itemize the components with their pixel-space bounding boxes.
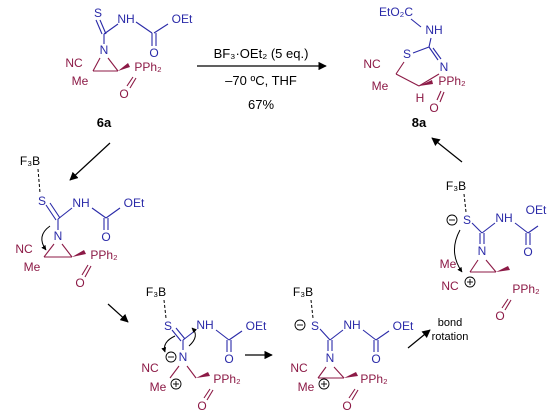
- n-atom: N: [54, 229, 63, 243]
- o-atom: O: [495, 309, 504, 323]
- compound-label-8a: 8a: [412, 115, 427, 130]
- arrow-to-product: [431, 137, 463, 163]
- intermediate-bf3-complex: F₃B S NH O OEt N NC Me PPh₂ O: [15, 154, 145, 290]
- compound-6a: S NH O OEt N NC Me PPh₂ O: [65, 6, 193, 101]
- positive-charge: [318, 378, 330, 390]
- oet-group: OEt: [393, 319, 414, 333]
- me-group: Me: [150, 380, 167, 394]
- me-group: Me: [24, 260, 41, 274]
- f3b-group: F₃B: [146, 285, 166, 299]
- oet-group: OEt: [172, 12, 193, 26]
- s-atom: S: [403, 47, 411, 61]
- oet-group: OEt: [246, 319, 267, 333]
- negative-charge: [294, 319, 306, 331]
- me-group: Me: [440, 257, 457, 271]
- s-atom: S: [164, 319, 172, 333]
- o-atom: O: [75, 276, 84, 290]
- intermediate-ring-opening: F₃B S NH O OEt N NC Me PPh₂ O: [141, 285, 267, 412]
- o-atom: O: [119, 87, 128, 101]
- o-atom: O: [149, 46, 158, 60]
- o-atom: O: [429, 101, 438, 115]
- compound-8a: EtO₂C NH S N NC Me PPh₂ H O: [363, 5, 466, 115]
- eto2c-group: EtO₂C: [379, 5, 413, 19]
- pph2-group: PPh₂: [438, 74, 466, 88]
- o-atom: O: [224, 352, 233, 366]
- curved-electron-arrow: [454, 229, 463, 273]
- pph2-group: PPh₂: [90, 248, 118, 262]
- nh-group: NH: [72, 196, 89, 210]
- f3b-group: F₃B: [446, 179, 466, 193]
- negative-charge: [165, 351, 177, 363]
- nc-group: NC: [290, 361, 308, 375]
- arrow-bond-rotation: [407, 329, 431, 349]
- n-atom: N: [100, 43, 109, 57]
- nc-group: NC: [15, 242, 33, 256]
- yield-label: 67%: [248, 97, 274, 112]
- n-atom: N: [478, 244, 487, 258]
- o-atom: O: [523, 245, 532, 259]
- nc-group: NC: [141, 361, 159, 375]
- pph2-group: PPh₂: [134, 60, 162, 74]
- nc-group: NC: [441, 279, 459, 293]
- n-atom: N: [440, 60, 449, 74]
- reagent-label: BF₃·OEt₂ (5 eq.): [214, 46, 309, 61]
- conditions-label: –70 ºC, THF: [225, 73, 297, 88]
- n-atom: N: [326, 351, 335, 365]
- s-atom: S: [94, 6, 102, 20]
- o-atom: O: [371, 352, 380, 366]
- nh-group: NH: [117, 12, 134, 26]
- me-group: Me: [372, 79, 389, 93]
- h-atom: H: [416, 91, 425, 105]
- nh-group: NH: [196, 318, 213, 332]
- positive-charge: [170, 378, 182, 390]
- oet-group: OEt: [526, 203, 547, 217]
- intermediate-zwitterion: F₃B S NH O OEt N NC Me PPh₂ O: [290, 285, 414, 412]
- f3b-group: F₃B: [20, 154, 40, 168]
- curved-electron-arrow: [188, 327, 197, 347]
- pph2-group: PPh₂: [213, 372, 241, 386]
- nh-group: NH: [425, 23, 442, 37]
- pph2-group: PPh₂: [360, 372, 388, 386]
- nc-group: NC: [363, 57, 381, 71]
- n-atom: N: [179, 350, 188, 364]
- negative-charge: [446, 214, 458, 226]
- me-group: Me: [298, 380, 315, 394]
- s-atom: S: [38, 194, 46, 208]
- s-atom: S: [463, 213, 471, 227]
- oet-group: OEt: [124, 196, 145, 210]
- arrow-to-intermediate-1: [69, 142, 111, 181]
- me-group: Me: [72, 74, 89, 88]
- o-atom: O: [197, 399, 206, 412]
- o-atom: O: [101, 230, 110, 244]
- compound-label-6a: 6a: [97, 115, 112, 130]
- pph2-group: PPh₂: [512, 282, 540, 296]
- s-atom: S: [311, 319, 319, 333]
- curved-electron-arrow: [41, 225, 51, 251]
- nc-group: NC: [65, 56, 83, 70]
- nh-group: NH: [343, 318, 360, 332]
- arrow-to-intermediate-2: [107, 303, 129, 323]
- intermediate-rotated: F₃B S NH O OEt N Me NC PPh₂ O: [440, 179, 547, 323]
- positive-charge: [464, 276, 476, 288]
- nh-group: NH: [495, 211, 512, 225]
- o-atom: O: [342, 399, 351, 412]
- curved-electron-arrow: [161, 335, 176, 353]
- f3b-group: F₃B: [293, 285, 313, 299]
